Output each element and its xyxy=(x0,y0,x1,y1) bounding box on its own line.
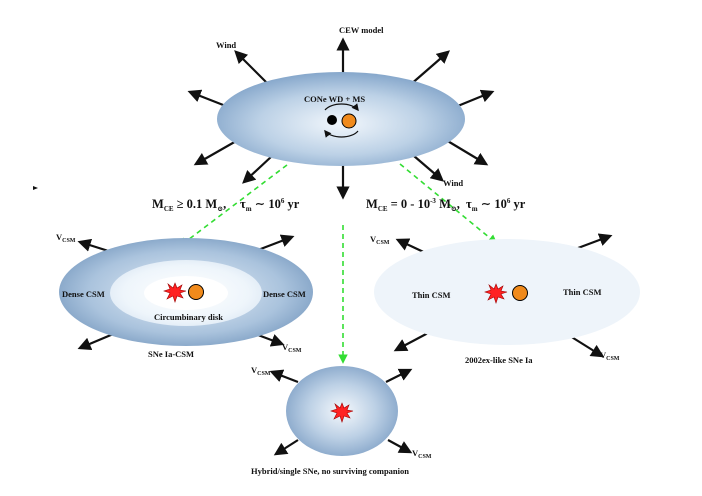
vcsm-label-right-top: VCSM xyxy=(370,234,390,246)
white-dwarf-icon xyxy=(327,115,337,125)
dense-csm-label-left: Dense CSM xyxy=(62,289,105,299)
thin-csm-label-right: Thin CSM xyxy=(563,287,602,297)
wind-arrow-lower-left xyxy=(193,139,239,166)
right-vcsm-arrow-upper-right xyxy=(577,233,613,250)
bottom-vcsm-arrow-upper-right xyxy=(385,368,413,383)
vcsm-label-left-top: VCSM xyxy=(56,232,76,244)
inner-cavity xyxy=(144,276,228,310)
orbit-arrow-top-icon xyxy=(324,103,359,112)
right-branch-timescale: τm ∼ 106 yr xyxy=(466,197,526,213)
supernova-icon xyxy=(163,282,187,303)
wind-arrow-lower-right-far xyxy=(445,139,489,166)
ia-csm-caption: SNe Ia-CSM xyxy=(148,349,194,359)
wind-label-upper-left: Wind xyxy=(216,40,236,50)
vcsm-label-bottom-bottom: VCSM xyxy=(412,448,432,460)
vcsm-label-right-bottom: VCSM xyxy=(600,350,620,362)
wind-arrow-down-right xyxy=(413,155,445,182)
right-branch-condition: MCE = 0 - 10-3 M⊙, xyxy=(366,197,460,213)
dense-csm-label-right: Dense CSM xyxy=(263,289,306,299)
main-sequence-star-icon xyxy=(341,113,357,129)
binary-label: CONe WD + MS xyxy=(304,94,365,104)
bottom-vcsm-arrow-lower-left xyxy=(273,439,299,456)
supernova-icon-right xyxy=(484,283,508,304)
wind-arrow-down-left xyxy=(242,155,273,184)
left-branch-timescale: τm ∼ 106 yr xyxy=(240,197,300,213)
left-vcsm-arrow-upper-right xyxy=(257,234,295,252)
orbit-arrow-bottom-icon xyxy=(324,129,359,138)
companion-star-icon xyxy=(188,284,204,300)
diagram-title: CEW model xyxy=(339,25,384,35)
wind-label-lower-right: Wind xyxy=(443,178,463,188)
companion-star-icon-right xyxy=(512,285,528,301)
hybrid-caption: Hybrid/single SNe, no surviving companio… xyxy=(251,466,409,476)
circumbinary-disk-label: Circumbinary disk xyxy=(154,312,223,322)
path-to-ia-csm xyxy=(178,164,288,248)
2002ex-caption: 2002ex-like SNe Ia xyxy=(465,355,533,365)
bullet-marker-icon xyxy=(33,186,38,190)
thin-csm-label-left: Thin CSM xyxy=(412,290,451,300)
path-to-2002ex xyxy=(399,163,498,245)
right-panel-arrows xyxy=(393,233,613,358)
bottom-vcsm-arrow-upper-left xyxy=(269,369,299,384)
vcsm-label-left-bottom: VCSM xyxy=(282,342,302,354)
common-envelope-shell xyxy=(217,72,465,166)
right-vcsm-arrow-lower-right xyxy=(569,335,605,358)
evolution-paths xyxy=(178,163,498,364)
left-branch-condition: MCE ≥ 0.1 M⊙, xyxy=(152,197,226,213)
bottom-panel-arrows xyxy=(269,368,413,456)
bottom-vcsm-arrow-lower-right xyxy=(387,439,413,454)
supernova-icon-bottom xyxy=(330,402,354,423)
vcsm-label-bottom-top: VCSM xyxy=(251,365,271,377)
right-vcsm-arrow-lower-left xyxy=(393,332,429,352)
